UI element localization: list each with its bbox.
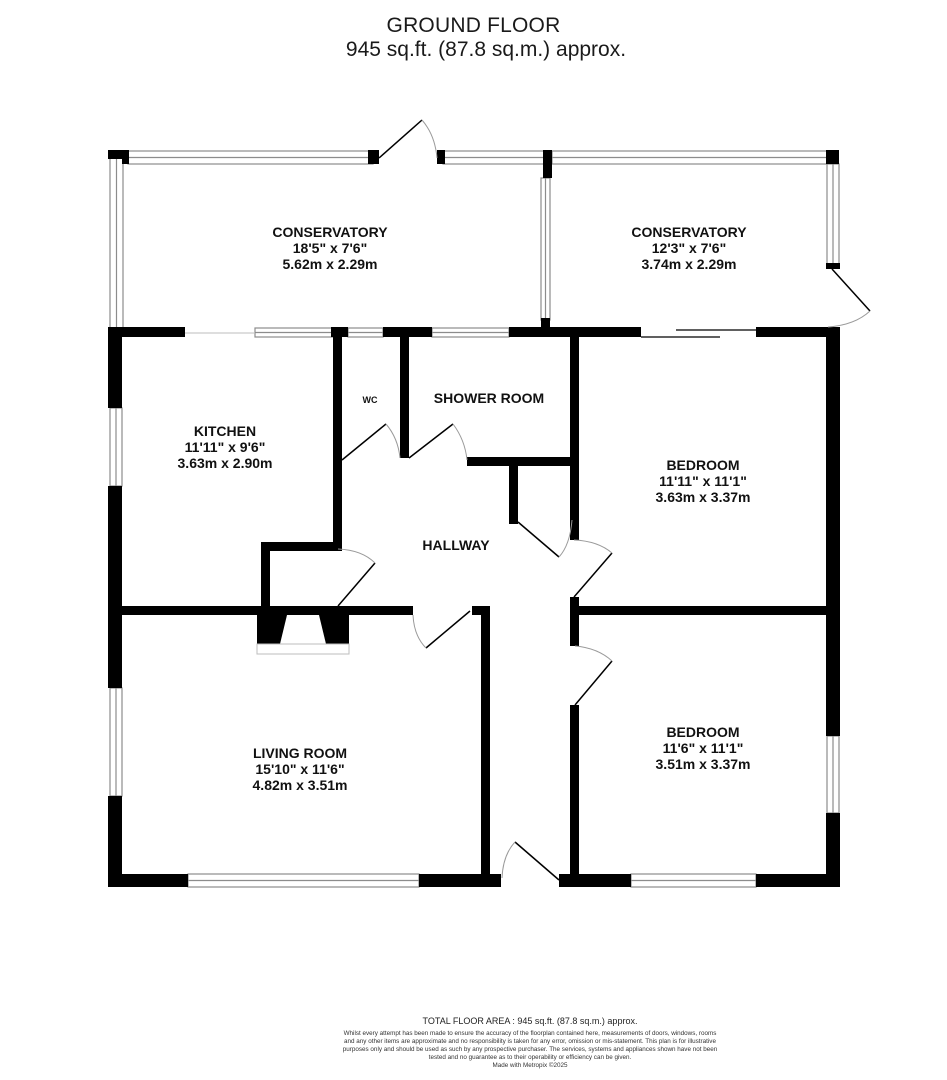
plan-footer: TOTAL FLOOR AREA : 945 sq.ft. (87.8 sq.m…	[340, 1015, 720, 1070]
door-icon	[827, 268, 871, 328]
floor-area-subtitle: 945 sq.ft. (87.8 sq.m.) approx.	[345, 38, 627, 61]
room-metric: 4.82m x 3.51m	[252, 777, 348, 793]
window-icon	[431, 327, 510, 338]
window-icon	[127, 150, 374, 165]
fireplace-icon	[257, 615, 287, 644]
room-wc: WC	[363, 392, 378, 408]
window-icon	[109, 687, 123, 797]
window-icon	[826, 163, 840, 265]
walls	[108, 150, 840, 887]
room-conservatory-1: CONSERVATORY 18'5" x 7'6" 5.62m x 2.29m	[272, 224, 387, 272]
room-name: WC	[362, 395, 378, 405]
room-imperial: 11'11" x 9'6"	[184, 439, 266, 455]
room-imperial: 11'11" x 11'1"	[659, 473, 747, 489]
room-metric: 3.63m x 2.90m	[177, 455, 273, 471]
room-imperial: 15'10" x 11'6"	[255, 761, 345, 777]
room-metric: 3.74m x 2.29m	[641, 256, 737, 272]
room-bedroom-2: BEDROOM 11'6" x 11'1" 3.51m x 3.37m	[656, 724, 751, 772]
door-icon	[574, 645, 613, 706]
room-name: CONSERVATORY	[631, 224, 747, 240]
room-imperial: 18'5" x 7'6"	[292, 240, 368, 256]
door-icon	[378, 119, 438, 159]
door-icon	[517, 519, 573, 558]
room-imperial: 11'6" x 11'1"	[662, 740, 744, 756]
window-icon	[826, 735, 840, 814]
total-floor-area: TOTAL FLOOR AREA : 945 sq.ft. (87.8 sq.m…	[422, 1016, 638, 1026]
front-door-icon	[501, 841, 560, 881]
room-name: CONSERVATORY	[272, 224, 388, 240]
room-metric: 3.51m x 3.37m	[655, 756, 751, 772]
made-with-credit: Made with Metropix ©2025	[492, 1062, 568, 1069]
room-hallway: HALLWAY	[422, 537, 489, 553]
room-name: SHOWER ROOM	[433, 390, 545, 406]
room-name: LIVING ROOM	[252, 745, 348, 761]
room-name: BEDROOM	[666, 724, 740, 740]
room-living-room: LIVING ROOM 15'10" x 11'6" 4.82m x 3.51m	[253, 745, 348, 793]
window-icon	[109, 157, 124, 329]
window-icon	[551, 150, 828, 165]
door-icon	[412, 610, 471, 649]
plan-header: GROUND FLOOR 945 sq.ft. (87.8 sq.m.) app…	[0, 14, 947, 62]
fireplace-hearth	[256, 643, 350, 655]
disclaimer-text: Whilst every attempt has been made to en…	[342, 1030, 718, 1061]
door-icon	[341, 423, 401, 461]
room-metric: 3.63m x 3.37m	[655, 489, 751, 505]
window-icon	[187, 873, 420, 888]
room-name: BEDROOM	[666, 457, 740, 473]
room-imperial: 12'3" x 7'6"	[651, 240, 727, 256]
room-bedroom-1: BEDROOM 11'11" x 11'1" 3.63m x 3.37m	[656, 457, 751, 505]
window-icon	[630, 873, 757, 888]
door-icon	[573, 539, 613, 598]
window-icon	[254, 327, 336, 338]
room-conservatory-2: CONSERVATORY 12'3" x 7'6" 3.74m x 2.29m	[631, 224, 746, 272]
window-icon	[109, 407, 123, 487]
door-icon	[337, 548, 376, 607]
window-icon	[442, 150, 547, 165]
room-kitchen: KITCHEN 11'11" x 9'6" 3.63m x 2.90m	[178, 423, 273, 471]
sliding-door-icon	[641, 329, 756, 338]
room-name: HALLWAY	[422, 537, 490, 553]
room-shower-room: SHOWER ROOM	[434, 390, 544, 406]
doors	[337, 119, 871, 881]
room-metric: 5.62m x 2.29m	[282, 256, 378, 272]
floor-title: GROUND FLOOR	[386, 14, 561, 37]
room-name: KITCHEN	[193, 423, 257, 439]
window-icon	[347, 327, 384, 338]
window-icon	[540, 177, 551, 321]
door-icon	[408, 423, 468, 461]
